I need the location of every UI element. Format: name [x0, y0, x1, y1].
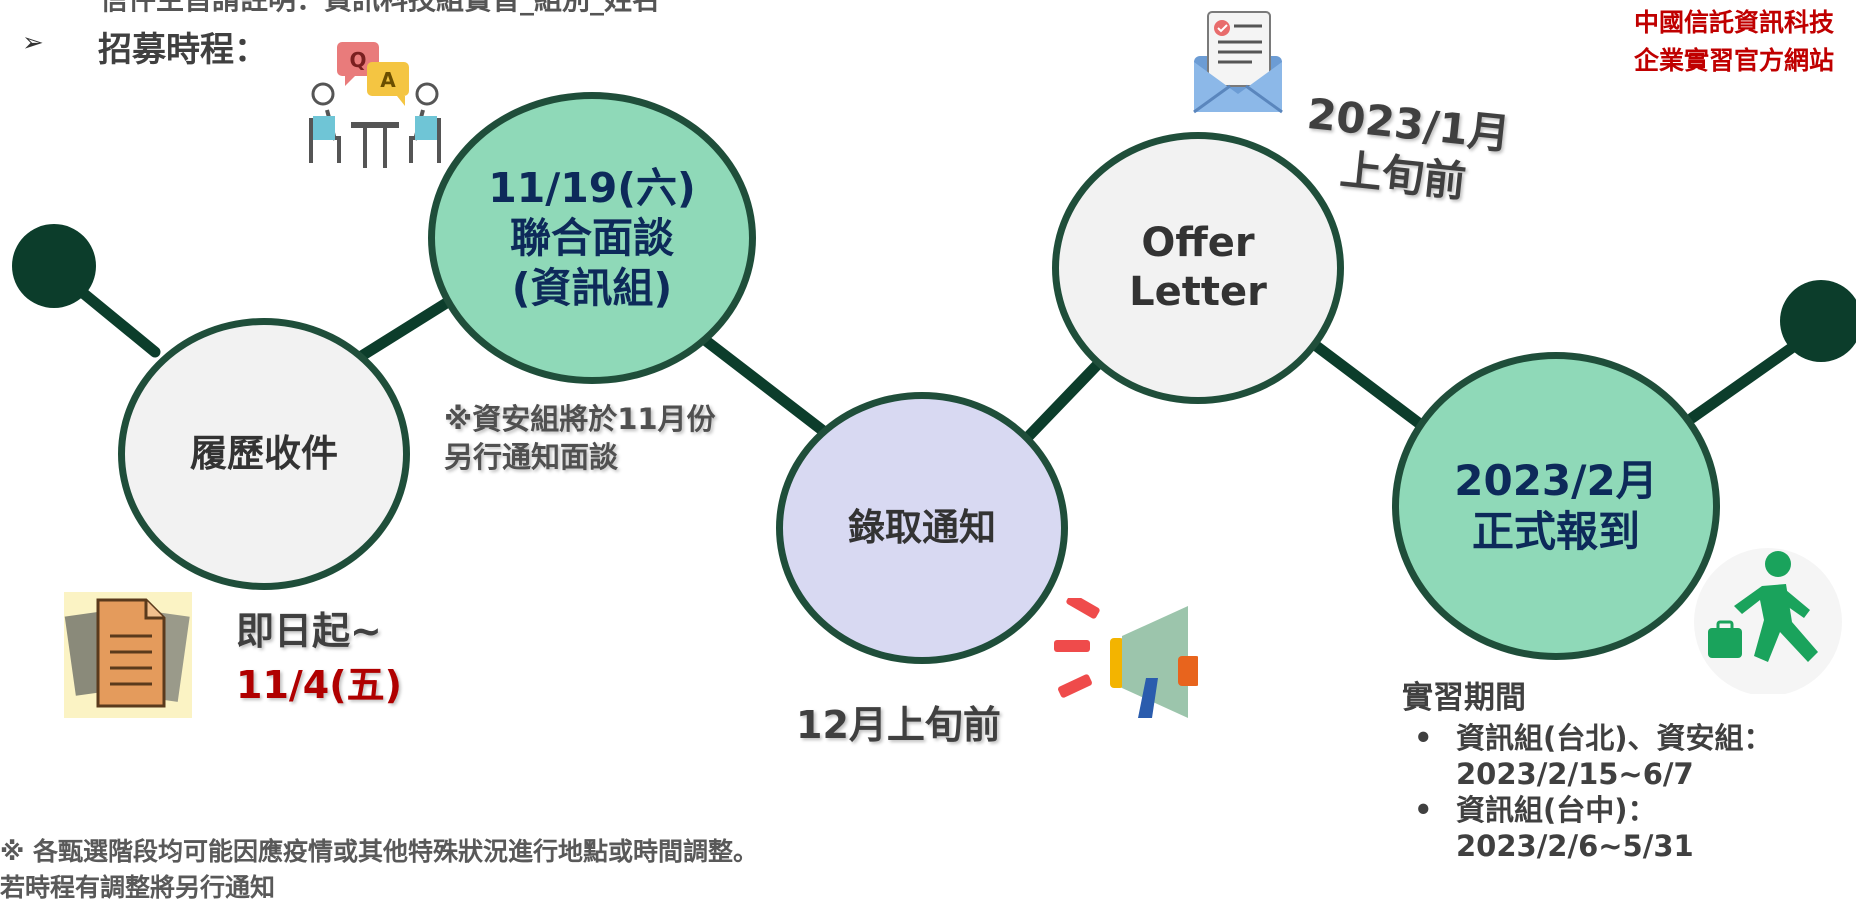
internship-item-2-group: 資訊組(台中)： — [1456, 793, 1657, 827]
document-stack-icon — [64, 592, 192, 718]
timeline-start-dot — [12, 224, 96, 308]
step-interview-line-1: 11/19(六) — [488, 163, 696, 212]
step-onboard: 2023/2月 正式報到 — [1392, 352, 1720, 660]
step-notice: 錄取通知 — [776, 392, 1068, 664]
step-interview-line-2: 聯合面談 — [510, 213, 674, 262]
step-onboard-line-1: 2023/2月 — [1454, 455, 1658, 505]
step-onboard-line-2: 正式報到 — [1471, 507, 1640, 556]
step-offer-line-2: Letter — [1129, 269, 1267, 315]
internship-period: 實習期間 資訊組(台北)、資安組： 2023/2/15~6/7 資訊組(台中)：… — [1402, 676, 1773, 864]
resume-date-range: 即日起~ 11/4(五) — [236, 604, 402, 712]
qa-meeting-icon: Q A — [309, 42, 441, 168]
brand-line-2: 企業實習官方網站 — [1633, 46, 1834, 75]
connector-notice-offer — [1019, 356, 1106, 446]
footer-note-line-1: ※ 各甄選階段均可能因應疫情或其他特殊狀況進行地點或時間調整。 — [0, 837, 759, 866]
notice-date: 12月上旬前 — [796, 703, 1001, 747]
mail-letter-icon — [1193, 11, 1283, 114]
connector-resume-interview — [354, 296, 454, 363]
internship-item: 資訊組(台北)、資安組： 2023/2/15~6/7 — [1402, 720, 1773, 792]
footer-note: ※ 各甄選階段均可能因應疫情或其他特殊狀況進行地點或時間調整。 若時程有調整將另… — [0, 834, 758, 906]
connector-offer-onboard — [1309, 339, 1426, 430]
step-resume: 履歷收件 — [118, 318, 410, 590]
step-interview-line-3: (資訊組) — [511, 264, 673, 312]
internship-item: 資訊組(台中)： 2023/2/6~5/31 — [1402, 792, 1773, 864]
offer-date: 2023/1月 上旬前 — [1299, 88, 1512, 213]
running-person-icon — [1694, 548, 1842, 694]
svg-text:A: A — [380, 68, 396, 92]
megaphone-icon — [1054, 598, 1198, 718]
svg-text:Q: Q — [349, 48, 366, 72]
connector-interview-notice — [699, 334, 828, 436]
resume-date-start: 即日起~ — [236, 609, 382, 653]
internship-period-title: 實習期間 — [1402, 680, 1526, 716]
timeline-end-dot — [1780, 280, 1856, 362]
footer-note-line-2: 若時程有調整將另行通知 — [0, 873, 276, 902]
step-offer-line-1: Offer — [1141, 220, 1255, 267]
internship-period-list: 資訊組(台北)、資安組： 2023/2/15~6/7 資訊組(台中)： 2023… — [1402, 720, 1773, 864]
internship-item-2-dates: 2023/2/6~5/31 — [1456, 829, 1694, 863]
step-offer: Offer Letter — [1052, 132, 1344, 404]
internship-item-1-dates: 2023/2/15~6/7 — [1456, 757, 1694, 791]
top-cut-instruction: 信件主旨請註明：資訊科技組實習_組別_姓名 — [100, 0, 660, 18]
resume-date-end: 11/4(五) — [236, 663, 402, 707]
internship-item-1-group: 資訊組(台北)、資安組： — [1456, 721, 1773, 755]
security-note-line-2: 另行通知面談 — [444, 440, 619, 474]
step-resume-label: 履歷收件 — [190, 432, 338, 476]
step-interview: 11/19(六) 聯合面談 (資訊組) — [428, 92, 756, 384]
security-interview-note: ※資安組將於11月份 另行通知面談 — [444, 400, 716, 476]
security-note-line-1: ※資安組將於11月份 — [444, 402, 716, 436]
schedule-title: 招募時程： — [98, 30, 268, 70]
brand-line-1: 中國信託資訊科技 — [1633, 8, 1834, 37]
step-notice-label: 錄取通知 — [848, 506, 996, 550]
bullet-arrow-icon: ➢ — [22, 28, 44, 58]
brand-block: 中國信託資訊科技 企業實習官方網站 — [1634, 4, 1834, 80]
